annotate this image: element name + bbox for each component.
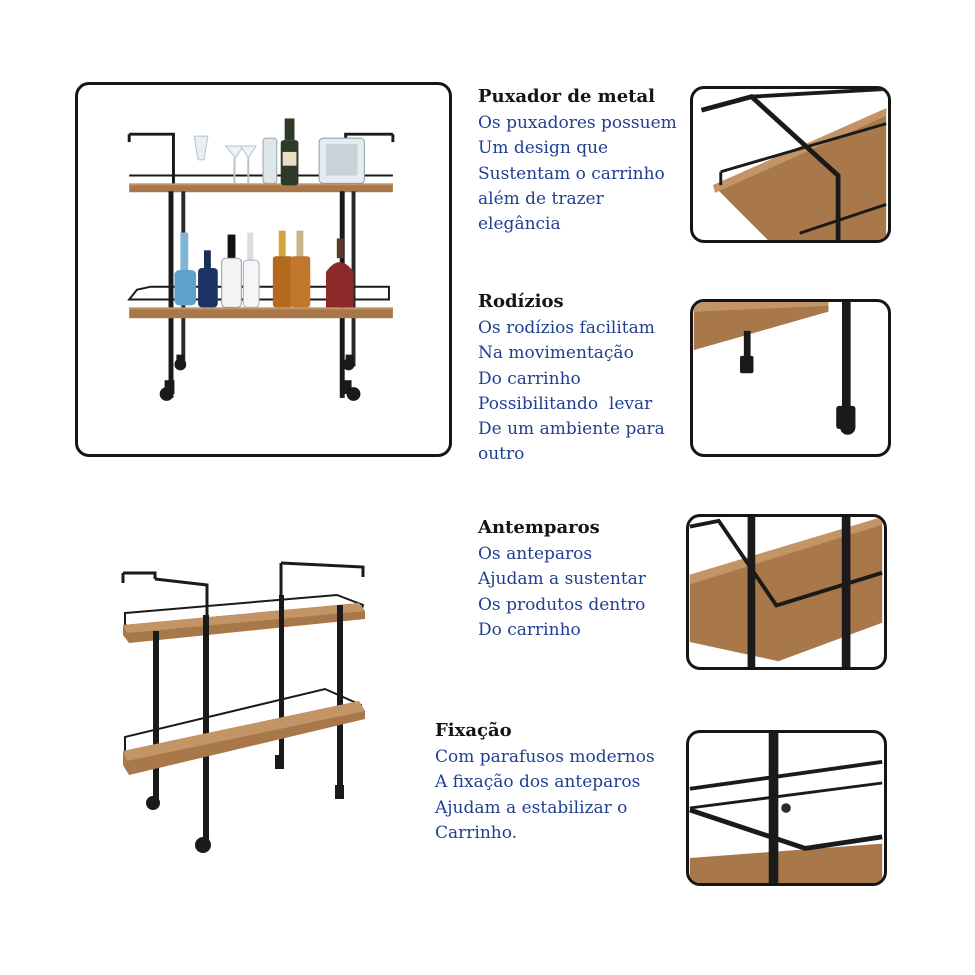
casters-detail-frame <box>690 299 891 457</box>
feature-line: Na movimentação <box>478 343 634 364</box>
feature-line: Com parafusos modernos <box>435 747 655 767</box>
feature-line: Os puxadores possuem <box>478 113 677 133</box>
feature-line: Os rodízios facilitam <box>478 318 655 338</box>
feature-handle: Puxador de metal Os puxadores possuem Um… <box>478 84 677 237</box>
fixation-detail-image <box>689 733 883 883</box>
casters-detail-image <box>693 302 856 435</box>
feature-guard-rails: Antemparos Os anteparos Ajudam a sustent… <box>478 515 646 643</box>
feature-title: Antemparos <box>478 517 600 538</box>
feature-line: Sustentam o carrinho <box>478 163 665 184</box>
feature-line: Um design que <box>478 138 609 159</box>
handle-detail-frame <box>690 86 891 243</box>
empty-cart-image-area <box>115 555 375 860</box>
feature-line: Ajudam a sustentar <box>478 569 646 590</box>
feature-line: Do carrinho <box>478 619 581 640</box>
feature-line: além de trazer <box>478 188 604 209</box>
feature-title: Puxador de metal <box>478 86 655 107</box>
feature-line: outro <box>478 444 525 465</box>
feature-line: Possibilitando levar <box>478 393 653 414</box>
fixation-detail-frame <box>686 730 887 886</box>
feature-line: De um ambiente para <box>478 419 665 440</box>
feature-line: Os produtos dentro <box>478 594 646 615</box>
feature-line: Ajudam a estabilizar o <box>435 797 628 818</box>
feature-fixation: Fixação Com parafusos modernos A fixação… <box>435 718 655 846</box>
feature-line: A fixação dos anteparos <box>435 772 641 793</box>
empty-bar-cart-image <box>121 561 365 853</box>
main-product-frame <box>75 82 452 457</box>
bar-cart-with-bottles-image <box>127 118 395 401</box>
guard-rails-detail-frame <box>686 514 887 670</box>
feature-casters: Rodízios Os rodízios facilitam Na movime… <box>478 289 665 468</box>
feature-line: elegância <box>478 214 561 235</box>
guard-rails-detail-image <box>689 517 883 667</box>
feature-line: Carrinho. <box>435 822 518 843</box>
feature-title: Rodízios <box>478 291 564 312</box>
feature-line: Os anteparos <box>478 544 593 564</box>
metal-handle-detail-image <box>700 89 887 240</box>
feature-line: Do carrinho <box>478 368 581 389</box>
feature-title: Fixação <box>435 720 512 741</box>
